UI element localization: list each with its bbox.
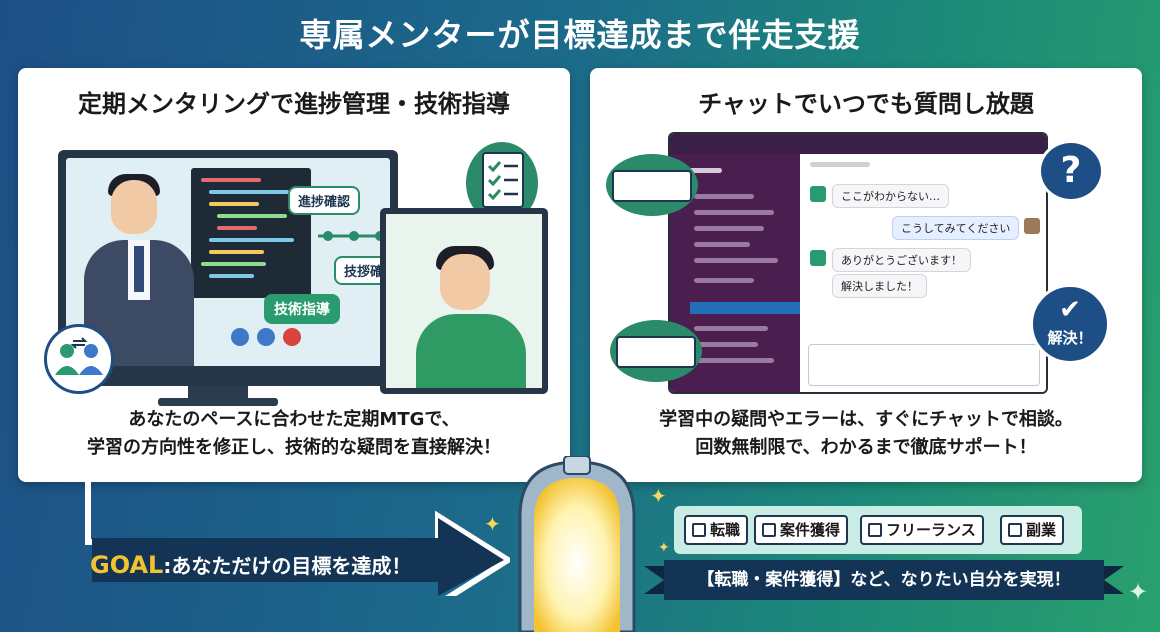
check-icon: ✔ [1059, 295, 1081, 325]
sidebar-active-channel[interactable] [690, 302, 800, 314]
chat-app-window: ここがわからない… こうしてみてください ありがとうございます！ 解決しました！ [668, 132, 1048, 394]
call-controls [231, 326, 311, 348]
chat-message: ここがわからない… [832, 184, 949, 208]
chat-main-pane: ここがわからない… こうしてみてください ありがとうございます！ 解決しました！ [800, 154, 1046, 392]
sparkle-icon: ✦ [1128, 578, 1149, 606]
chat-card: チャットでいつでも質問し放題 ここがわからない… こうしてみてください ありがと… [590, 68, 1142, 482]
tag-project: 案件獲得 [754, 515, 849, 545]
goal-arrow [85, 478, 510, 596]
student-video-window [380, 208, 548, 394]
progress-check-bubble: 進捗確認 [288, 186, 361, 215]
camera-icon[interactable] [257, 328, 275, 346]
chat-message: 解決しました！ [832, 274, 927, 298]
career-tags: 転職 案件獲得 フリーランス 副業 [674, 506, 1082, 554]
mic-icon[interactable] [231, 328, 249, 346]
chat-card-title: チャットでいつでも質問し放題 [698, 90, 1034, 118]
goal-ribbon: 【転職・案件獲得】など、なりたい自分を実現！ [664, 560, 1104, 600]
chat-message: こうしてみてください [892, 216, 1020, 240]
keyboard-icon [606, 154, 698, 216]
chat-input[interactable] [808, 344, 1040, 386]
sparkle-icon: ✦ [650, 484, 667, 508]
chat-message: ありがとうございます！ [832, 248, 971, 272]
mentoring-card: 定期メンタリングで進捗管理・技術指導 [18, 68, 570, 482]
door-icon [518, 456, 636, 632]
solved-badge: ✔ 解決！ [1030, 284, 1110, 364]
sparkle-icon: ✦ [484, 512, 501, 536]
mentor-exchange-icon [44, 324, 114, 394]
mentor-avatar [111, 180, 157, 234]
hangup-icon[interactable] [283, 328, 301, 346]
page-title: 専属メンターが目標達成まで伴走支援 [299, 16, 861, 54]
chat-description: 学習中の疑問やエラーは、すぐにチャットで相談。 回数無制限で、わかるまで徹底サポ… [659, 409, 1073, 458]
edit-icon [762, 523, 776, 537]
tag-side-job: 副業 [1000, 515, 1065, 545]
tag-job-change: 転職 [684, 515, 749, 545]
student-chat-avatar [810, 186, 826, 202]
mentor-monitor: 進捗確認 技拶確認 技術指導 [58, 150, 398, 386]
goal-statement: GOAL:あなただけの目標を達成！ [90, 551, 412, 579]
mentoring-description: あなたのペースに合わせた定期MTGで、 学習の方向性を修正し、技術的な疑問を直接… [87, 409, 501, 458]
mentoring-card-title: 定期メンタリングで進捗管理・技術指導 [78, 90, 510, 118]
briefcase-icon [1008, 523, 1022, 537]
student-avatar [440, 254, 490, 310]
document-icon [692, 523, 706, 537]
tech-guidance-bubble: 技術指導 [264, 294, 340, 324]
student-chat-avatar [810, 250, 826, 266]
person-icon [868, 523, 882, 537]
tag-freelance: フリーランス [860, 515, 984, 545]
keyboard-icon [610, 320, 702, 382]
question-icon: ? [1038, 140, 1104, 202]
sparkle-icon: ✦ [658, 540, 670, 556]
mentor-chat-avatar [1024, 218, 1040, 234]
